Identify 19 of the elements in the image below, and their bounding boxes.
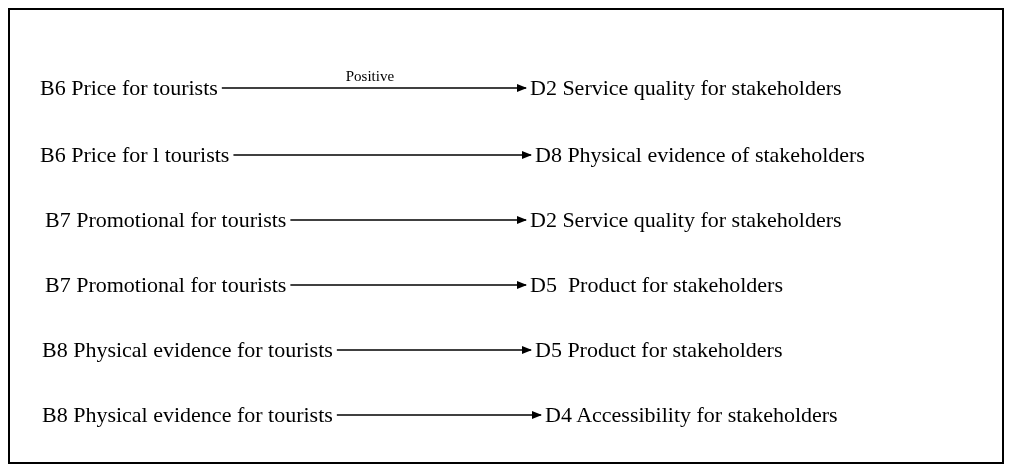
arrow xyxy=(232,151,532,159)
node-text: D2 Service quality for stakeholders xyxy=(530,207,842,233)
arrow xyxy=(289,281,527,289)
node-text: B8 Physical evidence for tourists xyxy=(42,402,333,428)
node-text: B6 Price for tourists xyxy=(40,75,218,101)
node-text: D2 Service quality for stakeholders xyxy=(530,75,842,101)
arrow xyxy=(221,84,527,92)
arrow xyxy=(336,346,532,354)
node-text: D5 Product for stakeholders xyxy=(535,337,783,363)
node-text: B8 Physical evidence for tourists xyxy=(42,337,333,363)
node-text: B7 Promotional for tourists xyxy=(45,272,287,298)
node-text: D8 Physical evidence of stakeholders xyxy=(535,142,865,168)
node-text: D5 Product for stakeholders xyxy=(530,272,783,298)
node-text: B7 Promotional for tourists xyxy=(45,207,287,233)
edge-label: Positive xyxy=(344,68,396,84)
node-text: D4 Accessibility for stakeholders xyxy=(545,402,838,428)
arrow xyxy=(289,216,527,224)
node-text: B6 Price for l tourists xyxy=(40,142,230,168)
arrow xyxy=(336,411,542,419)
